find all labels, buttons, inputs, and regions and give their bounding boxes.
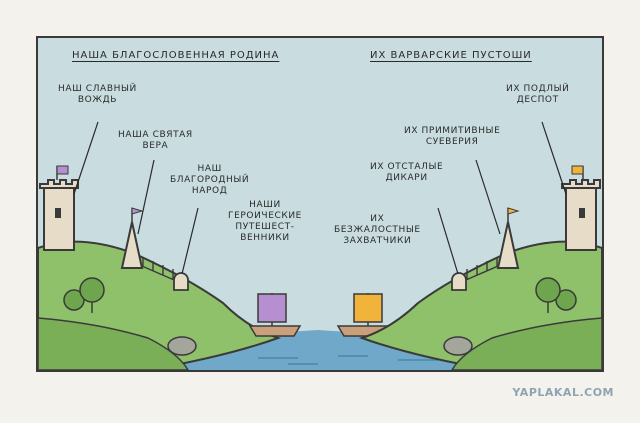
left-rock xyxy=(167,336,197,356)
left-boat xyxy=(248,293,302,337)
left-hill-lower xyxy=(38,317,189,370)
watermark: YAPLAKAL.COM xyxy=(512,386,614,399)
label-leader: НАШ СЛАВНЫЙ ВОЖДЬ xyxy=(58,84,137,105)
left-hut xyxy=(173,272,189,291)
label-superstitions: ИХ ПРИМИТИВНЫЕ СУЕВЕРИЯ xyxy=(404,126,501,147)
right-boat xyxy=(336,293,390,337)
label-savages: ИХ ОТСТАЛЫЕ ДИКАРИ xyxy=(370,162,444,183)
right-pointer-lines xyxy=(437,121,567,275)
right-hut xyxy=(451,272,467,291)
right-title: ИХ ВАРВАРСКИЕ ПУСТОШИ xyxy=(370,50,532,61)
label-travelers: НАШИ ГЕРОИЧЕСКИЕ ПУТЕШЕСТ- ВЕННИКИ xyxy=(228,200,302,243)
right-hill-lower xyxy=(451,317,602,370)
left-title: НАША БЛАГОСЛОВЕННАЯ РОДИНА xyxy=(72,50,280,61)
comic-scene xyxy=(38,121,602,370)
left-pointer-lines xyxy=(73,121,199,275)
label-despot: ИХ ПОДЛЫЙ ДЕСПОТ xyxy=(506,84,570,105)
left-temple xyxy=(120,207,144,269)
left-tower xyxy=(39,165,79,251)
right-tower xyxy=(561,165,601,251)
left-trees xyxy=(63,277,105,313)
label-invaders: ИХ БЕЗЖАЛОСТНЫЕ ЗАХВАТЧИКИ xyxy=(334,214,421,246)
label-faith: НАША СВЯТАЯ ВЕРА xyxy=(118,130,193,151)
label-people: НАШ БЛАГОРОДНЫЙ НАРОД xyxy=(170,164,250,196)
right-trees xyxy=(535,277,577,313)
right-temple xyxy=(496,207,520,269)
right-rock xyxy=(443,336,473,356)
comic-panel: НАША БЛАГОСЛОВЕННАЯ РОДИНА ИХ ВАРВАРСКИЕ… xyxy=(36,36,604,372)
